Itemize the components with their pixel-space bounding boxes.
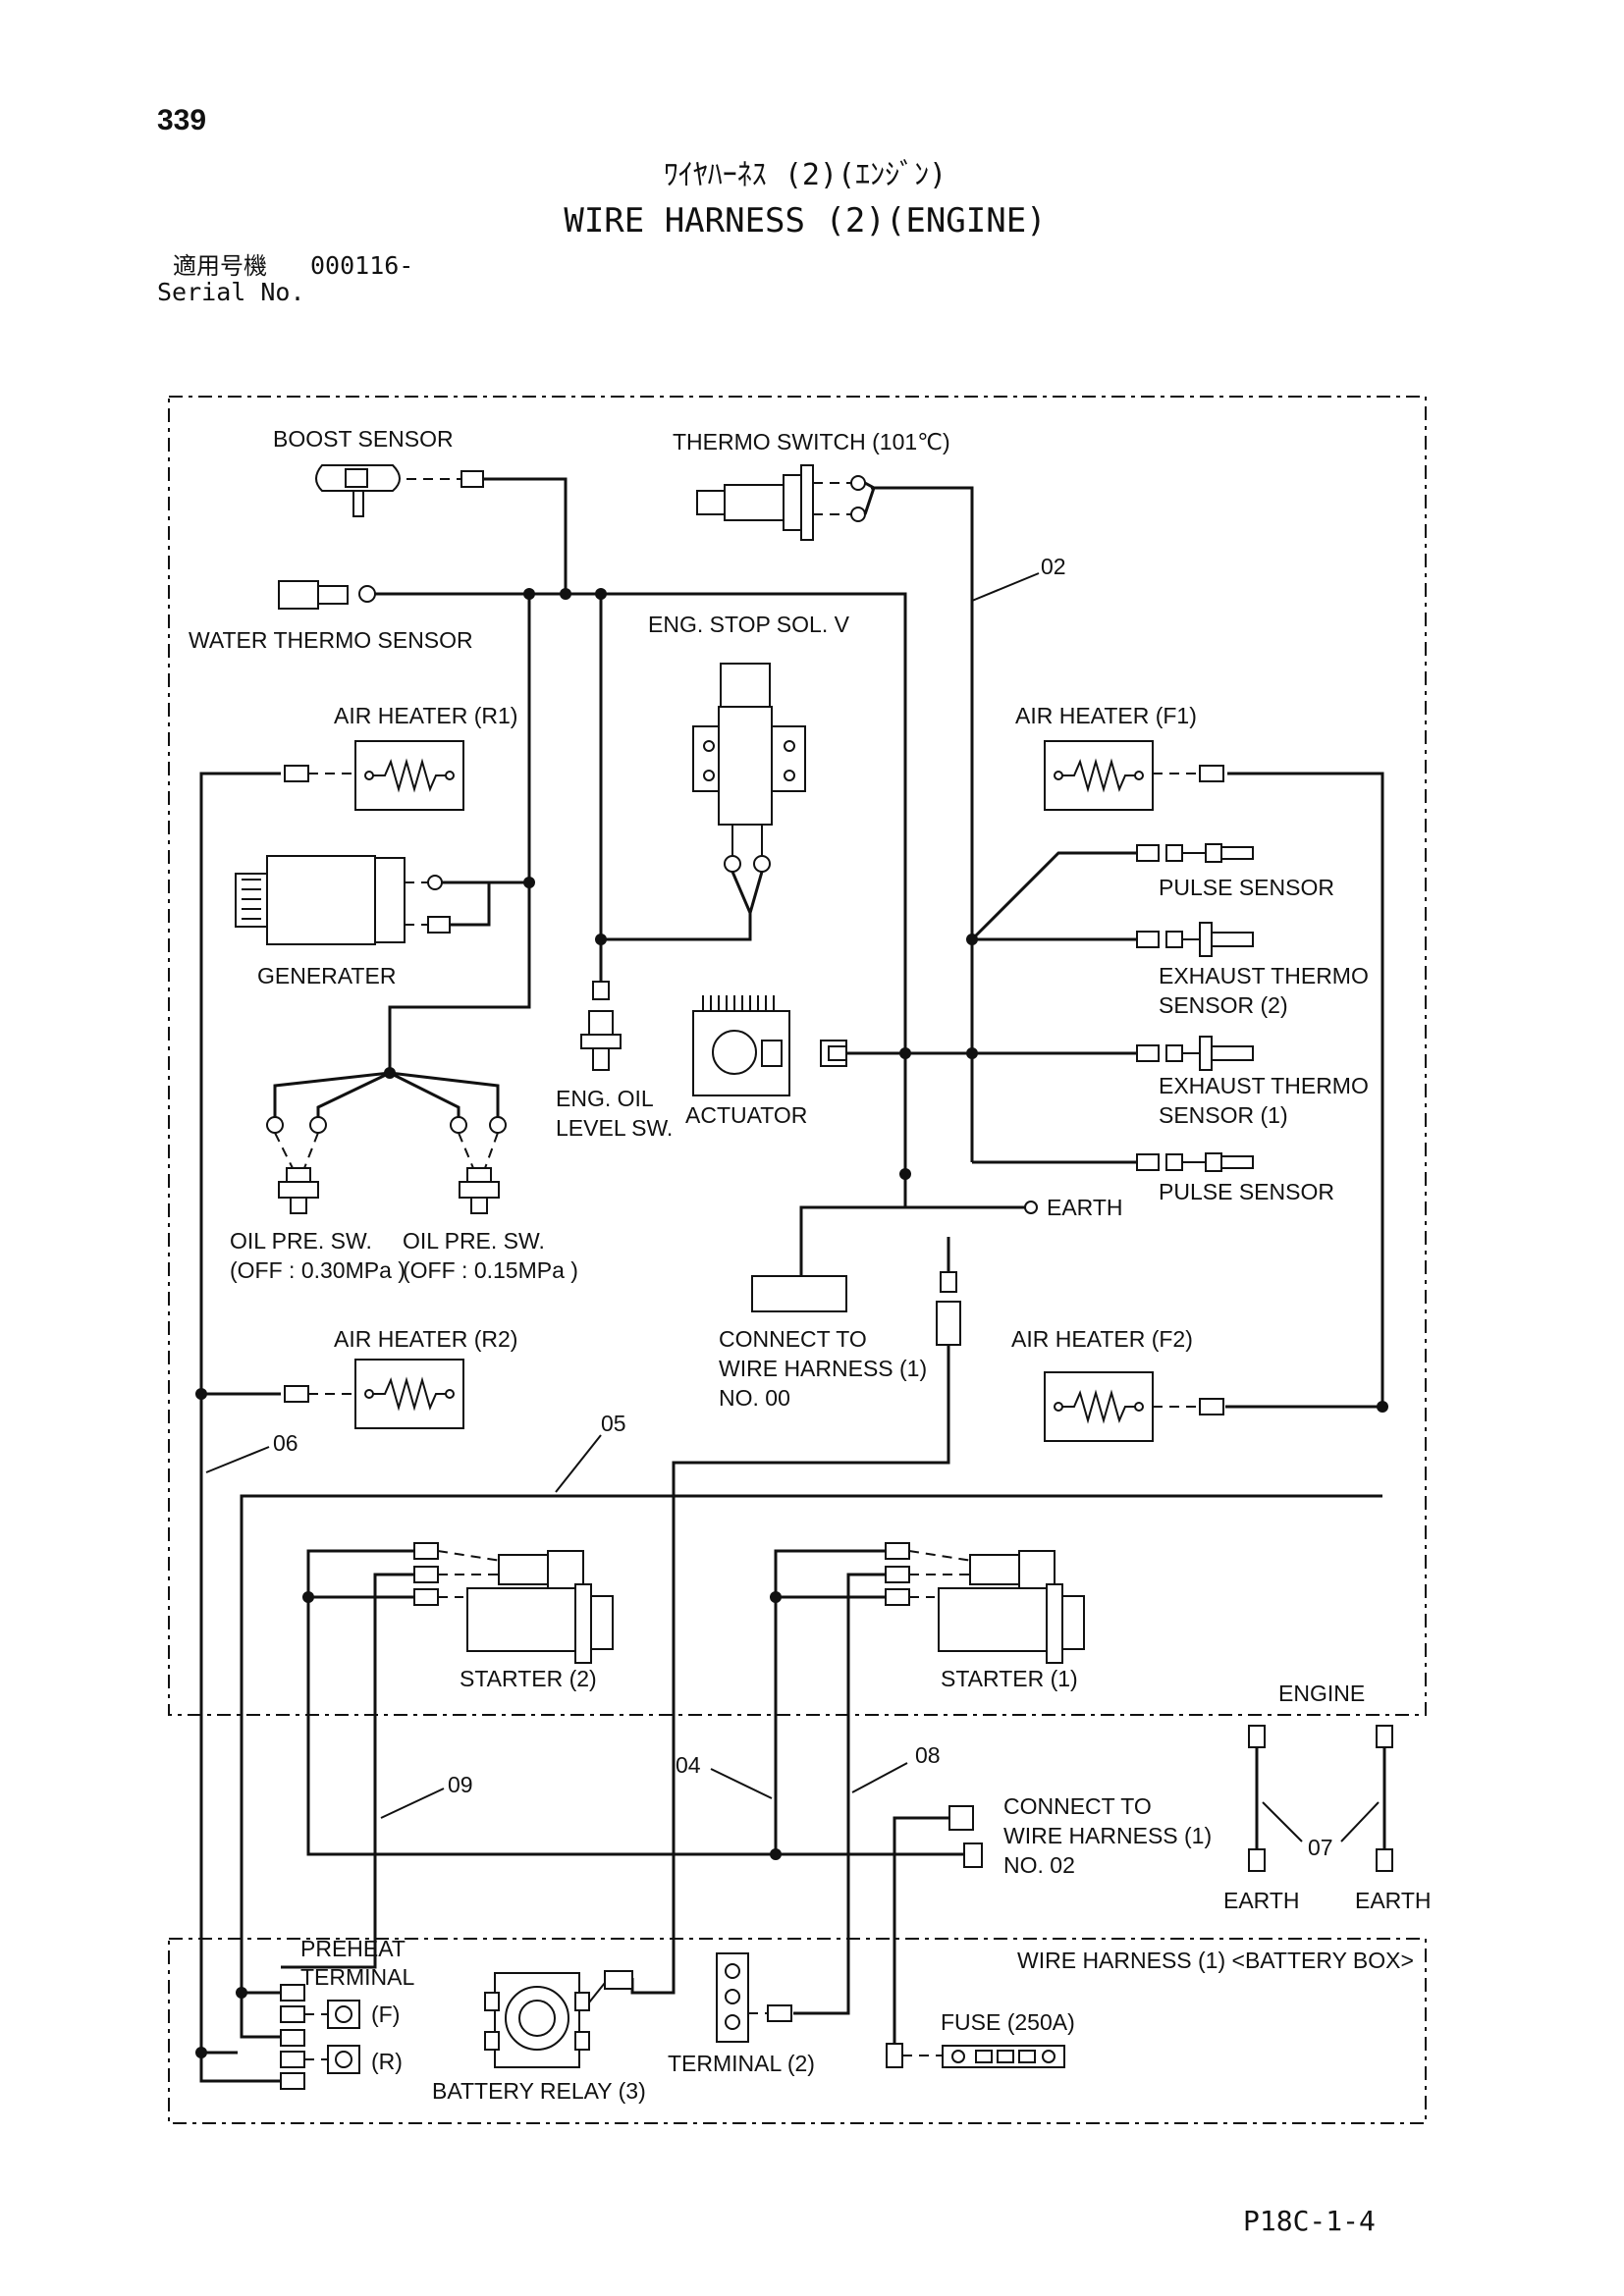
oil-pre-sw-1-label-2: (OFF : 0.30MPa ) [230, 1257, 406, 1283]
engine-earth-straps: ENGINE 07 EARTH EARTH [1223, 1681, 1432, 1913]
title-japanese: ﾜｲﾔﾊｰﾈｽ (2)(ｴﾝｼﾞﾝ) [664, 158, 947, 192]
callout-07: 07 [1308, 1835, 1333, 1860]
earth-left-label: EARTH [1223, 1888, 1300, 1913]
actuator-label: ACTUATOR [685, 1102, 807, 1128]
callout-05: 05 [601, 1411, 626, 1436]
actuator: ACTUATOR [685, 995, 847, 1128]
exhaust-thermo-sensor-2: EXHAUST THERMO SENSOR (2) [1136, 922, 1369, 1018]
air-heater-f1-label: AIR HEATER (F1) [1015, 703, 1197, 728]
eng-oil-level-switch: ENG. OIL LEVEL SW. [556, 939, 673, 1141]
harness-wires [199, 477, 1384, 2055]
connector-05-top [936, 1237, 961, 1346]
earth-terminal [1024, 1201, 1038, 1214]
callout-08-leader [851, 1762, 908, 1793]
pulse-sensor-bottom-label: PULSE SENSOR [1159, 1179, 1334, 1204]
thermo-switch-label: THERMO SWITCH (101℃) [673, 429, 950, 454]
air-heater-f2-label: AIR HEATER (F2) [1011, 1326, 1193, 1352]
page-number: 339 [157, 104, 206, 136]
serial-label-english: Serial No. [157, 278, 305, 306]
connect-harness-02: CONNECT TO WIRE HARNESS (1) NO. 02 [948, 1793, 1212, 1878]
pulse-sensor-top-label: PULSE SENSOR [1159, 875, 1334, 900]
starter-1: STARTER (1) [885, 1542, 1085, 1691]
fuse-label: FUSE (250A) [941, 2009, 1075, 2035]
connect-02-label-1: CONNECT TO [1003, 1793, 1152, 1819]
serial-label-japanese: 適用号機 [173, 253, 267, 280]
earth-right-label: EARTH [1355, 1888, 1432, 1913]
generater: GENERATER [235, 855, 489, 988]
eng-stop-solenoid-valve: ENG. STOP SOL. V [648, 612, 850, 918]
generater-label: GENERATER [257, 963, 396, 988]
connect-02-label-2: WIRE HARNESS (1) [1003, 1823, 1212, 1848]
battery-relay-label: BATTERY RELAY (3) [432, 2078, 646, 2104]
preheat-f-label: (F) [371, 2002, 400, 2027]
callout-02-leader [971, 572, 1040, 602]
starter-1-label: STARTER (1) [941, 1666, 1078, 1691]
engine-label: ENGINE [1278, 1681, 1365, 1706]
connect-harness-00: CONNECT TO WIRE HARNESS (1) NO. 00 [719, 1275, 927, 1411]
preheat-label-2: TERMINAL [300, 1964, 415, 1990]
exhaust-thermo-sensor-1: EXHAUST THERMO SENSOR (1) [1136, 1036, 1369, 1128]
connect-00-label-1: CONNECT TO [719, 1326, 867, 1352]
battery-relay: BATTERY RELAY (3) [432, 1970, 646, 2104]
callout-06: 06 [273, 1430, 298, 1456]
engine-frame [168, 396, 1427, 1716]
page-code: P18C-1-4 [1243, 2205, 1376, 2237]
air-heater-r1: AIR HEATER (R1) [284, 703, 517, 811]
serial-value: 000116- [310, 251, 413, 280]
air-heater-r2-label: AIR HEATER (R2) [334, 1326, 517, 1352]
exhaust-thermo-1-label-1: EXHAUST THERMO [1159, 1073, 1369, 1098]
callout-08: 08 [915, 1742, 941, 1768]
callout-04-leader [710, 1768, 773, 1799]
oil-pressure-switch-2: OIL PRE. SW. (OFF : 0.15MPa ) [403, 1116, 578, 1283]
boost-sensor-label: BOOST SENSOR [273, 426, 454, 452]
eng-oil-label-2: LEVEL SW. [556, 1115, 673, 1141]
preheat-r-label: (R) [371, 2049, 403, 2074]
oil-pre-sw-2-label-1: OIL PRE. SW. [403, 1228, 545, 1254]
callout-05-leader [555, 1434, 602, 1493]
starter-2: STARTER (2) [413, 1542, 614, 1691]
callout-06-leader [205, 1446, 270, 1473]
oil-pre-sw-1-label-1: OIL PRE. SW. [230, 1228, 372, 1254]
callout-04: 04 [676, 1752, 701, 1778]
air-heater-r2: AIR HEATER (R2) [284, 1326, 517, 1429]
exhaust-thermo-2-label-2: SENSOR (2) [1159, 992, 1288, 1018]
air-heater-f2: AIR HEATER (F2) [1011, 1326, 1224, 1442]
connect-02-label-3: NO. 02 [1003, 1852, 1075, 1878]
fuse-250a: FUSE (250A) [886, 2009, 1075, 2068]
callout-02: 02 [1041, 554, 1066, 579]
air-heater-f1: AIR HEATER (F1) [1015, 703, 1224, 811]
exhaust-thermo-1-label-2: SENSOR (1) [1159, 1102, 1288, 1128]
pulse-sensor-top: PULSE SENSOR [1136, 843, 1334, 900]
starter-2-label: STARTER (2) [460, 1666, 597, 1691]
preheat-terminal: PREHEAT TERMINAL (F) (R) [199, 1936, 415, 2090]
pulse-sensor-bottom: PULSE SENSOR [1136, 1152, 1334, 1204]
exhaust-thermo-2-label-1: EXHAUST THERMO [1159, 963, 1369, 988]
eng-stop-sol-label: ENG. STOP SOL. V [648, 612, 850, 637]
battery-box-label: WIRE HARNESS (1) <BATTERY BOX> [1017, 1948, 1414, 1973]
water-thermo-sensor: WATER THERMO SENSOR [189, 580, 473, 653]
eng-oil-label-1: ENG. OIL [556, 1086, 654, 1111]
terminal-2-label: TERMINAL (2) [668, 2051, 815, 2076]
connect-00-label-2: WIRE HARNESS (1) [719, 1356, 927, 1381]
thermo-switch: THERMO SWITCH (101℃) [673, 429, 950, 541]
callout-09: 09 [448, 1772, 473, 1797]
oil-pre-sw-2-label-2: (OFF : 0.15MPa ) [403, 1257, 578, 1283]
title-english: WIRE HARNESS (2)(ENGINE) [564, 201, 1046, 240]
connect-00-label-3: NO. 00 [719, 1385, 790, 1411]
air-heater-r1-label: AIR HEATER (R1) [334, 703, 517, 728]
water-thermo-sensor-label: WATER THERMO SENSOR [189, 627, 473, 653]
earth-main-label: EARTH [1047, 1195, 1123, 1220]
preheat-label-1: PREHEAT [300, 1936, 406, 1961]
boost-sensor: BOOST SENSOR [273, 426, 484, 517]
terminal-2: TERMINAL (2) [668, 1952, 815, 2076]
callout-09-leader [380, 1788, 445, 1819]
oil-pressure-switch-1: OIL PRE. SW. (OFF : 0.30MPa ) [230, 1116, 406, 1283]
battery-box-frame [168, 1938, 1427, 2124]
